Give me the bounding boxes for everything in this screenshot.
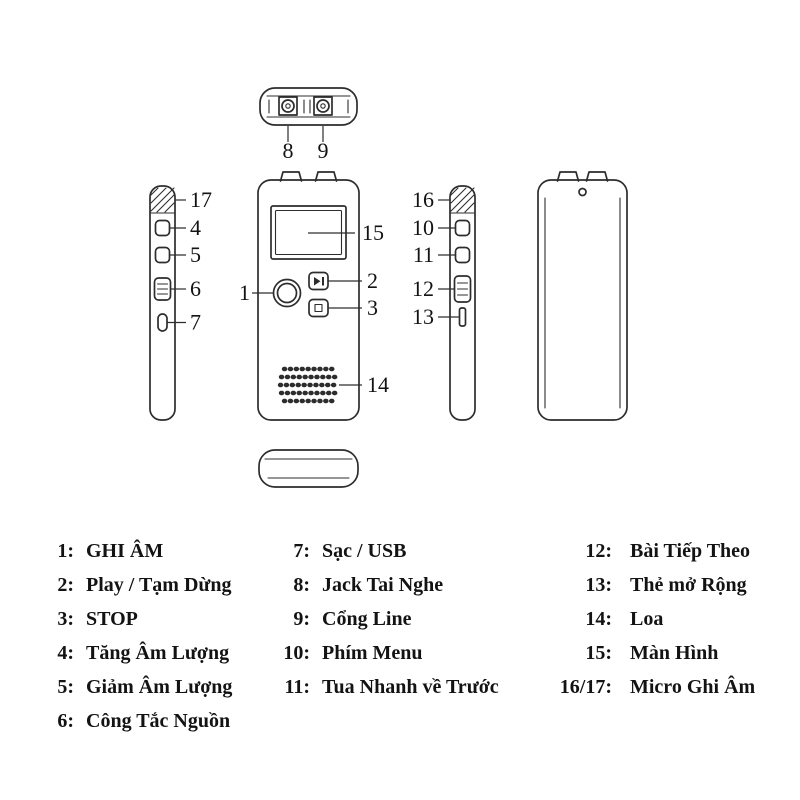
mic-grille-right — [449, 187, 476, 214]
legend-item-number: 1: — [57, 540, 74, 562]
legend-item-number: 10: — [283, 642, 310, 664]
volume-down-button — [154, 246, 171, 264]
legend-item-label: Tua Nhanh về Trước — [322, 676, 499, 698]
legend-item: 3: STOP — [28, 602, 232, 636]
legend-item: 11: Tua Nhanh về Trước — [252, 670, 499, 704]
bottom-view — [258, 449, 359, 488]
callout-16: 16 — [412, 187, 434, 212]
legend-item-label: Thẻ mở Rộng — [630, 574, 747, 596]
back-view — [537, 171, 628, 421]
legend-column-1: 1: GHI ÂM 2: Play / Tạm Dừng 3: STOP 4: … — [28, 534, 232, 738]
legend-item-label: Tăng Âm Lượng — [86, 642, 230, 664]
legend-item-label: Loa — [630, 608, 664, 630]
stop-button — [308, 298, 329, 318]
legend-item-number: 5: — [57, 676, 74, 698]
fast-forward-button — [454, 246, 471, 264]
callout-3: 3 — [367, 295, 378, 320]
front-view: 15 1 2 3 14 — [239, 171, 389, 421]
legend-item: 13: Thẻ mở Rộng — [520, 568, 755, 602]
callout-9: 9 — [318, 138, 329, 163]
legend-item: 2: Play / Tạm Dừng — [28, 568, 232, 602]
legend-item: 9: Cổng Line — [252, 602, 499, 636]
legend-item: 4: Tăng Âm Lượng — [28, 636, 232, 670]
device-views-diagram: 8 9 — [149, 87, 628, 488]
mic-grille-left — [149, 187, 176, 214]
legend-item-label: Sạc / USB — [322, 540, 407, 562]
legend-item-label: Play / Tạm Dừng — [86, 574, 232, 596]
right-side-view: 16 10 11 12 13 — [412, 185, 476, 421]
legend-item-number: 11: — [284, 676, 310, 698]
legend-item-number: 14: — [585, 608, 612, 630]
callout-1: 1 — [239, 280, 250, 305]
callout-10: 10 — [412, 215, 434, 240]
legend-item-number: 4: — [57, 642, 74, 664]
legend-item-label: Bài Tiếp Theo — [630, 540, 751, 562]
legend-item: 12: Bài Tiếp Theo — [520, 534, 755, 568]
callout-17: 17 — [190, 187, 212, 212]
legend-column-2: 7: Sạc / USB 8: Jack Tai Nghe 9: Cổng Li… — [252, 534, 499, 704]
next-track-switch — [453, 275, 472, 303]
legend-column-3: 12: Bài Tiếp Theo 13: Thẻ mở Rộng 14: Lo… — [520, 534, 755, 704]
volume-up-button — [154, 219, 171, 237]
legend-item-number: 8: — [293, 574, 310, 596]
speaker-grille — [277, 366, 340, 404]
top-view: 8 9 — [259, 87, 358, 163]
callout-12: 12 — [412, 276, 434, 301]
callout-15: 15 — [362, 220, 384, 245]
legend-item-number: 15: — [585, 642, 612, 664]
legend-item: 14: Loa — [520, 602, 755, 636]
legend-item: 16/17: Micro Ghi Âm — [520, 670, 755, 704]
callout-4: 4 — [190, 215, 201, 240]
legend-item-label: Màn Hình — [630, 642, 719, 664]
play-pause-button — [308, 271, 329, 291]
legend-item-number: 13: — [585, 574, 612, 596]
legend-item-number: 2: — [57, 574, 74, 596]
legend-item: 1: GHI ÂM — [28, 534, 232, 568]
legend-item: 6: Công Tắc Nguồn — [28, 704, 232, 738]
legend-item: 7: Sạc / USB — [252, 534, 499, 568]
power-switch — [153, 277, 172, 301]
legend-item-number: 16/17: — [559, 676, 612, 698]
line-in-port — [313, 96, 333, 116]
callout-2: 2 — [367, 268, 378, 293]
legend-item: 10: Phím Menu — [252, 636, 499, 670]
legend-item-label: Jack Tai Nghe — [322, 574, 444, 596]
legend-item: 15: Màn Hình — [520, 636, 755, 670]
legend-item: 5: Giảm Âm Lượng — [28, 670, 232, 704]
legend-item-number: 6: — [57, 710, 74, 732]
legend-item-number: 7: — [293, 540, 310, 562]
legend-item-label: GHI ÂM — [86, 540, 164, 562]
headphone-jack-port — [278, 96, 298, 116]
legend-item-label: Giảm Âm Lượng — [86, 676, 233, 698]
legend-item-number: 3: — [57, 608, 74, 630]
callout-8: 8 — [283, 138, 294, 163]
legend-item-label: Cổng Line — [322, 608, 412, 630]
legend-item-label: Công Tắc Nguồn — [86, 710, 231, 732]
usb-port — [157, 313, 168, 332]
callout-14: 14 — [367, 372, 389, 397]
callout-11: 11 — [413, 242, 434, 267]
left-side-view: 17 4 5 6 7 — [149, 185, 212, 421]
callout-7: 7 — [190, 310, 201, 335]
legend-item: 8: Jack Tai Nghe — [252, 568, 499, 602]
callout-5: 5 — [190, 242, 201, 267]
record-button — [272, 278, 302, 308]
legend-item-label: Micro Ghi Âm — [630, 676, 756, 698]
callout-6: 6 — [190, 276, 201, 301]
legend-item-label: STOP — [86, 608, 138, 630]
memory-card-slot — [458, 307, 467, 327]
legend-item-number: 9: — [293, 608, 310, 630]
callout-13: 13 — [412, 304, 434, 329]
back-hole — [578, 187, 587, 197]
menu-button — [454, 219, 471, 237]
legend-item-label: Phím Menu — [322, 642, 423, 664]
legend-item-number: 12: — [585, 540, 612, 562]
